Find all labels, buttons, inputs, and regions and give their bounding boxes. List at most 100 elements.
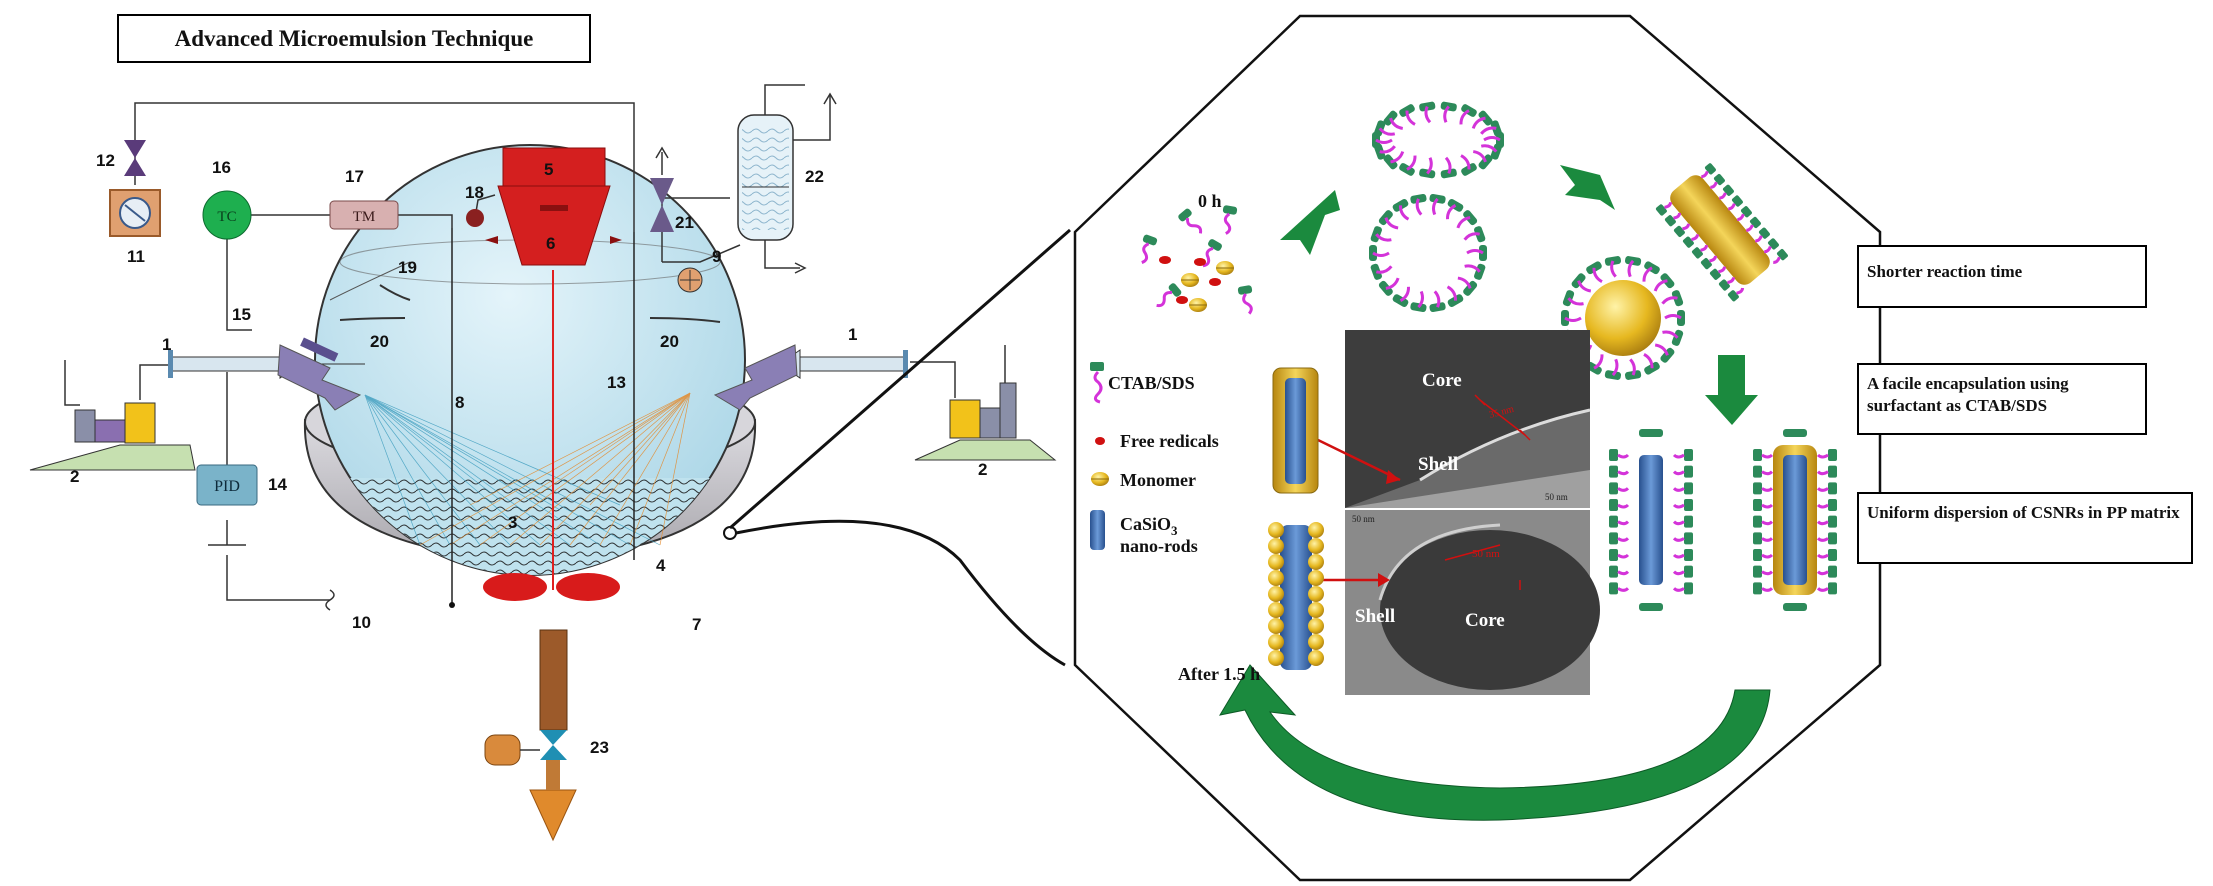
label-2-left: 2 xyxy=(70,467,79,486)
label-9: 9 xyxy=(712,247,721,266)
label-14: 14 xyxy=(268,475,287,494)
nozzle-left xyxy=(277,344,362,411)
benefit-box-3: Uniform dispersion of CSNRs in PP matrix xyxy=(1857,492,2193,564)
outlet-motor xyxy=(484,734,521,766)
legend-item-nanorod: CaSiO3 nano-rods xyxy=(1090,510,1198,556)
arrow-step-1 xyxy=(1280,190,1340,255)
benefit-text-1: Shorter reaction time xyxy=(1867,262,2023,281)
legend-label-casio: CaSiO3 xyxy=(1120,514,1178,538)
tc-text: TC xyxy=(217,209,236,225)
label-11: 11 xyxy=(127,247,145,266)
label-16: 16 xyxy=(212,158,231,177)
light-rays-left xyxy=(364,394,661,546)
encapsulated-rod-right xyxy=(1753,429,1837,611)
legend-label-radicals: Free redicals xyxy=(1120,431,1219,451)
feed-pipe-left xyxy=(169,356,281,372)
benefit-text-2: A facile encapsulation using surfactant … xyxy=(1867,374,2069,416)
label-2-right: 2 xyxy=(978,460,987,479)
sensor-18 xyxy=(466,209,484,227)
light-rays-right xyxy=(419,392,691,546)
monomer-core xyxy=(1585,280,1661,356)
legend-label-ctab: CTAB/SDS xyxy=(1108,373,1195,393)
label-5: 5 xyxy=(544,160,553,179)
label-13: 13 xyxy=(607,373,626,392)
label-1-left: 1 xyxy=(162,335,171,354)
label-3: 3 xyxy=(508,513,517,532)
arrow-step-2 xyxy=(1560,165,1615,210)
tem-bottom-shell: Shell xyxy=(1355,606,1395,627)
surfactant-icon xyxy=(1090,362,1104,371)
label-8: 8 xyxy=(455,393,464,412)
time-start-label: 0 h xyxy=(1198,191,1222,211)
benefit-box-2: A facile encapsulation using surfactant … xyxy=(1857,363,2147,435)
encapsulated-rod-left xyxy=(1609,429,1693,611)
micelle-round-empty xyxy=(1369,193,1487,313)
pump-motor-left xyxy=(124,402,156,444)
label-4: 4 xyxy=(656,556,666,575)
free-radical-icon xyxy=(1095,437,1105,445)
feed-pipe-right xyxy=(799,356,906,372)
label-18: 18 xyxy=(465,183,484,202)
label-7: 7 xyxy=(692,615,701,634)
label-20-right: 20 xyxy=(660,332,679,351)
tem-bottom-scale: 50 nm xyxy=(1352,514,1375,524)
label-10: 10 xyxy=(352,613,371,632)
valve-12 xyxy=(124,140,146,176)
initial-components xyxy=(1141,205,1253,315)
label-17: 17 xyxy=(345,167,364,186)
micelle-with-monomer xyxy=(1561,256,1685,380)
recycle-arrow xyxy=(1218,664,1771,821)
stirrer-motor xyxy=(502,147,606,187)
impeller-right xyxy=(556,573,620,601)
legend-casio-sub: 3 xyxy=(1171,523,1178,538)
legend-item-monomer: Monomer xyxy=(1091,470,1196,490)
valve-21 xyxy=(650,178,674,232)
micelle-elongated-empty xyxy=(1372,101,1504,179)
label-15: 15 xyxy=(232,305,251,324)
tem-top-core: Core xyxy=(1422,370,1462,391)
legend-label-monomer: Monomer xyxy=(1120,470,1196,490)
pump-base-right xyxy=(914,439,1057,461)
impeller-left xyxy=(483,573,547,601)
nanorod-icon xyxy=(1090,510,1105,550)
tm-text: TM xyxy=(353,209,376,225)
legend-casio-base: CaSiO xyxy=(1120,514,1171,534)
figure-title: Advanced Microemulsion Technique xyxy=(174,26,534,51)
pump-base-left xyxy=(29,444,196,471)
label-22: 22 xyxy=(805,167,824,186)
bare-rod-core xyxy=(1285,378,1306,484)
tem-bottom-core: Core xyxy=(1465,610,1505,631)
legend-item-radicals: Free redicals xyxy=(1095,431,1219,451)
tem-bottom-measure: 50 nm xyxy=(1472,548,1500,560)
outlet-tube xyxy=(539,629,568,731)
temperature-controller xyxy=(202,190,252,240)
benefit-box-1: Shorter reaction time xyxy=(1857,245,2147,308)
label-20-left: 20 xyxy=(370,332,389,351)
label-19: 19 xyxy=(398,258,417,277)
monomer-coated-rod xyxy=(1268,522,1324,670)
label-21: 21 xyxy=(675,213,694,232)
gearbox xyxy=(497,185,611,266)
label-23: 23 xyxy=(590,738,609,757)
outlet-arrow xyxy=(529,789,577,842)
micelle-rod-tilted xyxy=(1655,163,1788,302)
tem-top-scale: 50 nm xyxy=(1545,492,1568,502)
figure-title-box: Advanced Microemulsion Technique xyxy=(117,14,591,63)
legend-item-surfactant: CTAB/SDS xyxy=(1090,362,1195,404)
benefit-text-3: Uniform dispersion of CSNRs in PP matrix xyxy=(1867,503,2180,522)
legend-label-nanorods: nano-rods xyxy=(1120,536,1198,556)
time-end-label: After 1.5 h xyxy=(1178,664,1260,684)
nozzle-right xyxy=(713,344,798,411)
pid-text: PID xyxy=(214,478,240,495)
pid-controller xyxy=(196,464,258,506)
legend: CTAB/SDS Free redicals Monomer CaSiO3 na… xyxy=(1090,362,1219,556)
temperature-meter xyxy=(329,200,399,230)
tem-top-shell: Shell xyxy=(1418,454,1458,475)
pump-motor-right xyxy=(949,399,981,439)
label-6: 6 xyxy=(546,234,555,253)
label-12: 12 xyxy=(96,151,115,170)
label-1-right: 1 xyxy=(848,325,857,344)
arrow-step-3 xyxy=(1705,355,1758,425)
